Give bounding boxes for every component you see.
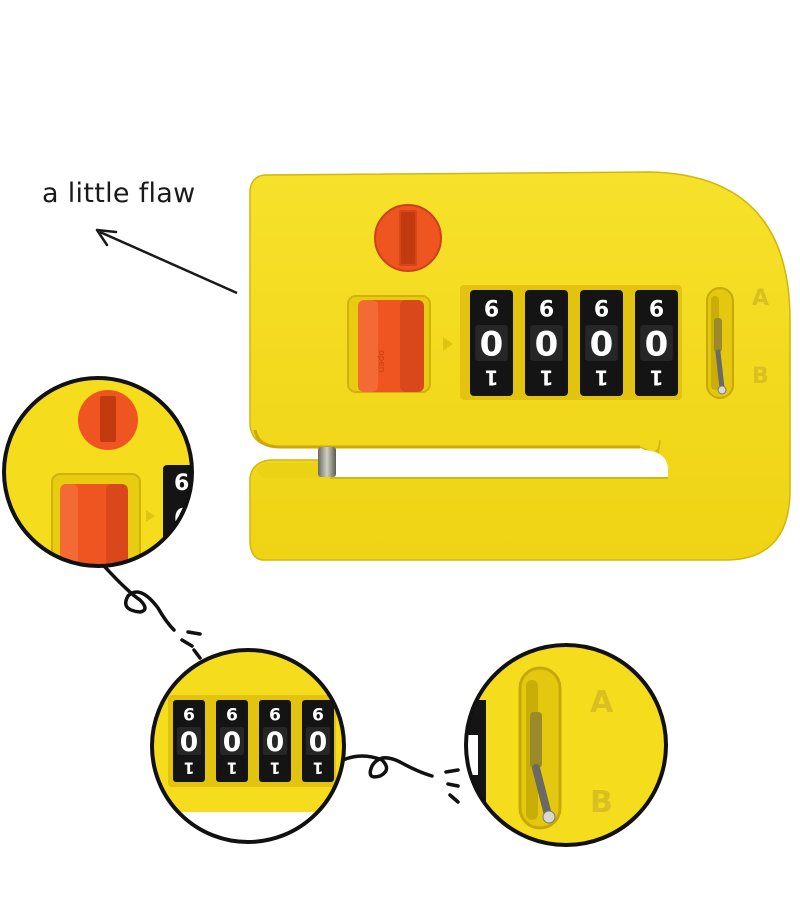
svg-text:open: open bbox=[376, 350, 386, 372]
release-knob bbox=[374, 204, 442, 272]
dial-wheel-3: 601 bbox=[259, 700, 291, 782]
zoom-circle-switch: A B bbox=[464, 643, 668, 847]
dial-digit-current: 0 bbox=[535, 325, 559, 365]
dial-digit-top: 6 bbox=[269, 706, 281, 726]
connector-squiggle-left bbox=[102, 564, 202, 660]
dial-digit-current: 0 bbox=[480, 325, 504, 365]
dial-digit-bottom: 1 bbox=[227, 758, 238, 776]
dial-digit-top: 6 bbox=[183, 706, 195, 726]
dial-digit-top: 6 bbox=[226, 706, 238, 726]
dial-digit-current: 0 bbox=[223, 727, 241, 758]
dial-digit-current: 0 bbox=[590, 325, 614, 365]
dial-wheel-4: 601 bbox=[302, 700, 334, 782]
dial-digit-top: 6 bbox=[539, 298, 554, 323]
dial-digit-top: 6 bbox=[594, 298, 609, 323]
dial-digit-bottom: 1 bbox=[595, 366, 609, 390]
zoom-dial-digit: 6 bbox=[174, 471, 189, 496]
dial-digit-current: 0 bbox=[180, 727, 198, 758]
dial-digit-bottom: 1 bbox=[270, 758, 281, 776]
annotation-arrow bbox=[95, 228, 238, 295]
unlock-button: open bbox=[358, 300, 424, 392]
zoom-side-mark-lower: B bbox=[590, 785, 613, 820]
dial-digit-current: 0 bbox=[309, 727, 327, 758]
dial-digit-bottom: 1 bbox=[485, 366, 499, 390]
dial-digit-bottom: 1 bbox=[313, 758, 324, 776]
dial-wheel-1: 601 bbox=[470, 290, 513, 396]
dial-digit-top: 6 bbox=[649, 298, 664, 323]
dial-digit-bottom: 1 bbox=[184, 758, 195, 776]
dial-wheel-3: 601 bbox=[580, 290, 623, 396]
dial-digit-top: 6 bbox=[312, 706, 324, 726]
dial-wheel-1: 601 bbox=[173, 700, 205, 782]
dial-wheel-4: 601 bbox=[635, 290, 678, 396]
zoom-circle-buttons: 6 0 bbox=[2, 376, 194, 568]
lock-pin bbox=[318, 447, 336, 477]
annotation-label: a little flaw bbox=[42, 178, 196, 209]
dial-wheel-2: 601 bbox=[525, 290, 568, 396]
connector-squiggle-right bbox=[341, 754, 460, 804]
side-mark-upper: A bbox=[752, 286, 769, 311]
dial-digit-current: 0 bbox=[266, 727, 284, 758]
dial-digit-current: 0 bbox=[645, 325, 669, 365]
dial-digit-bottom: 1 bbox=[540, 366, 554, 390]
side-mark-lower: B bbox=[752, 364, 769, 389]
zoom-side-mark-upper: A bbox=[590, 685, 614, 720]
mode-switch bbox=[706, 287, 734, 399]
dial-digit-top: 6 bbox=[484, 298, 499, 323]
dial-wheel-2: 601 bbox=[216, 700, 248, 782]
dial-digit-bottom: 1 bbox=[650, 366, 664, 390]
